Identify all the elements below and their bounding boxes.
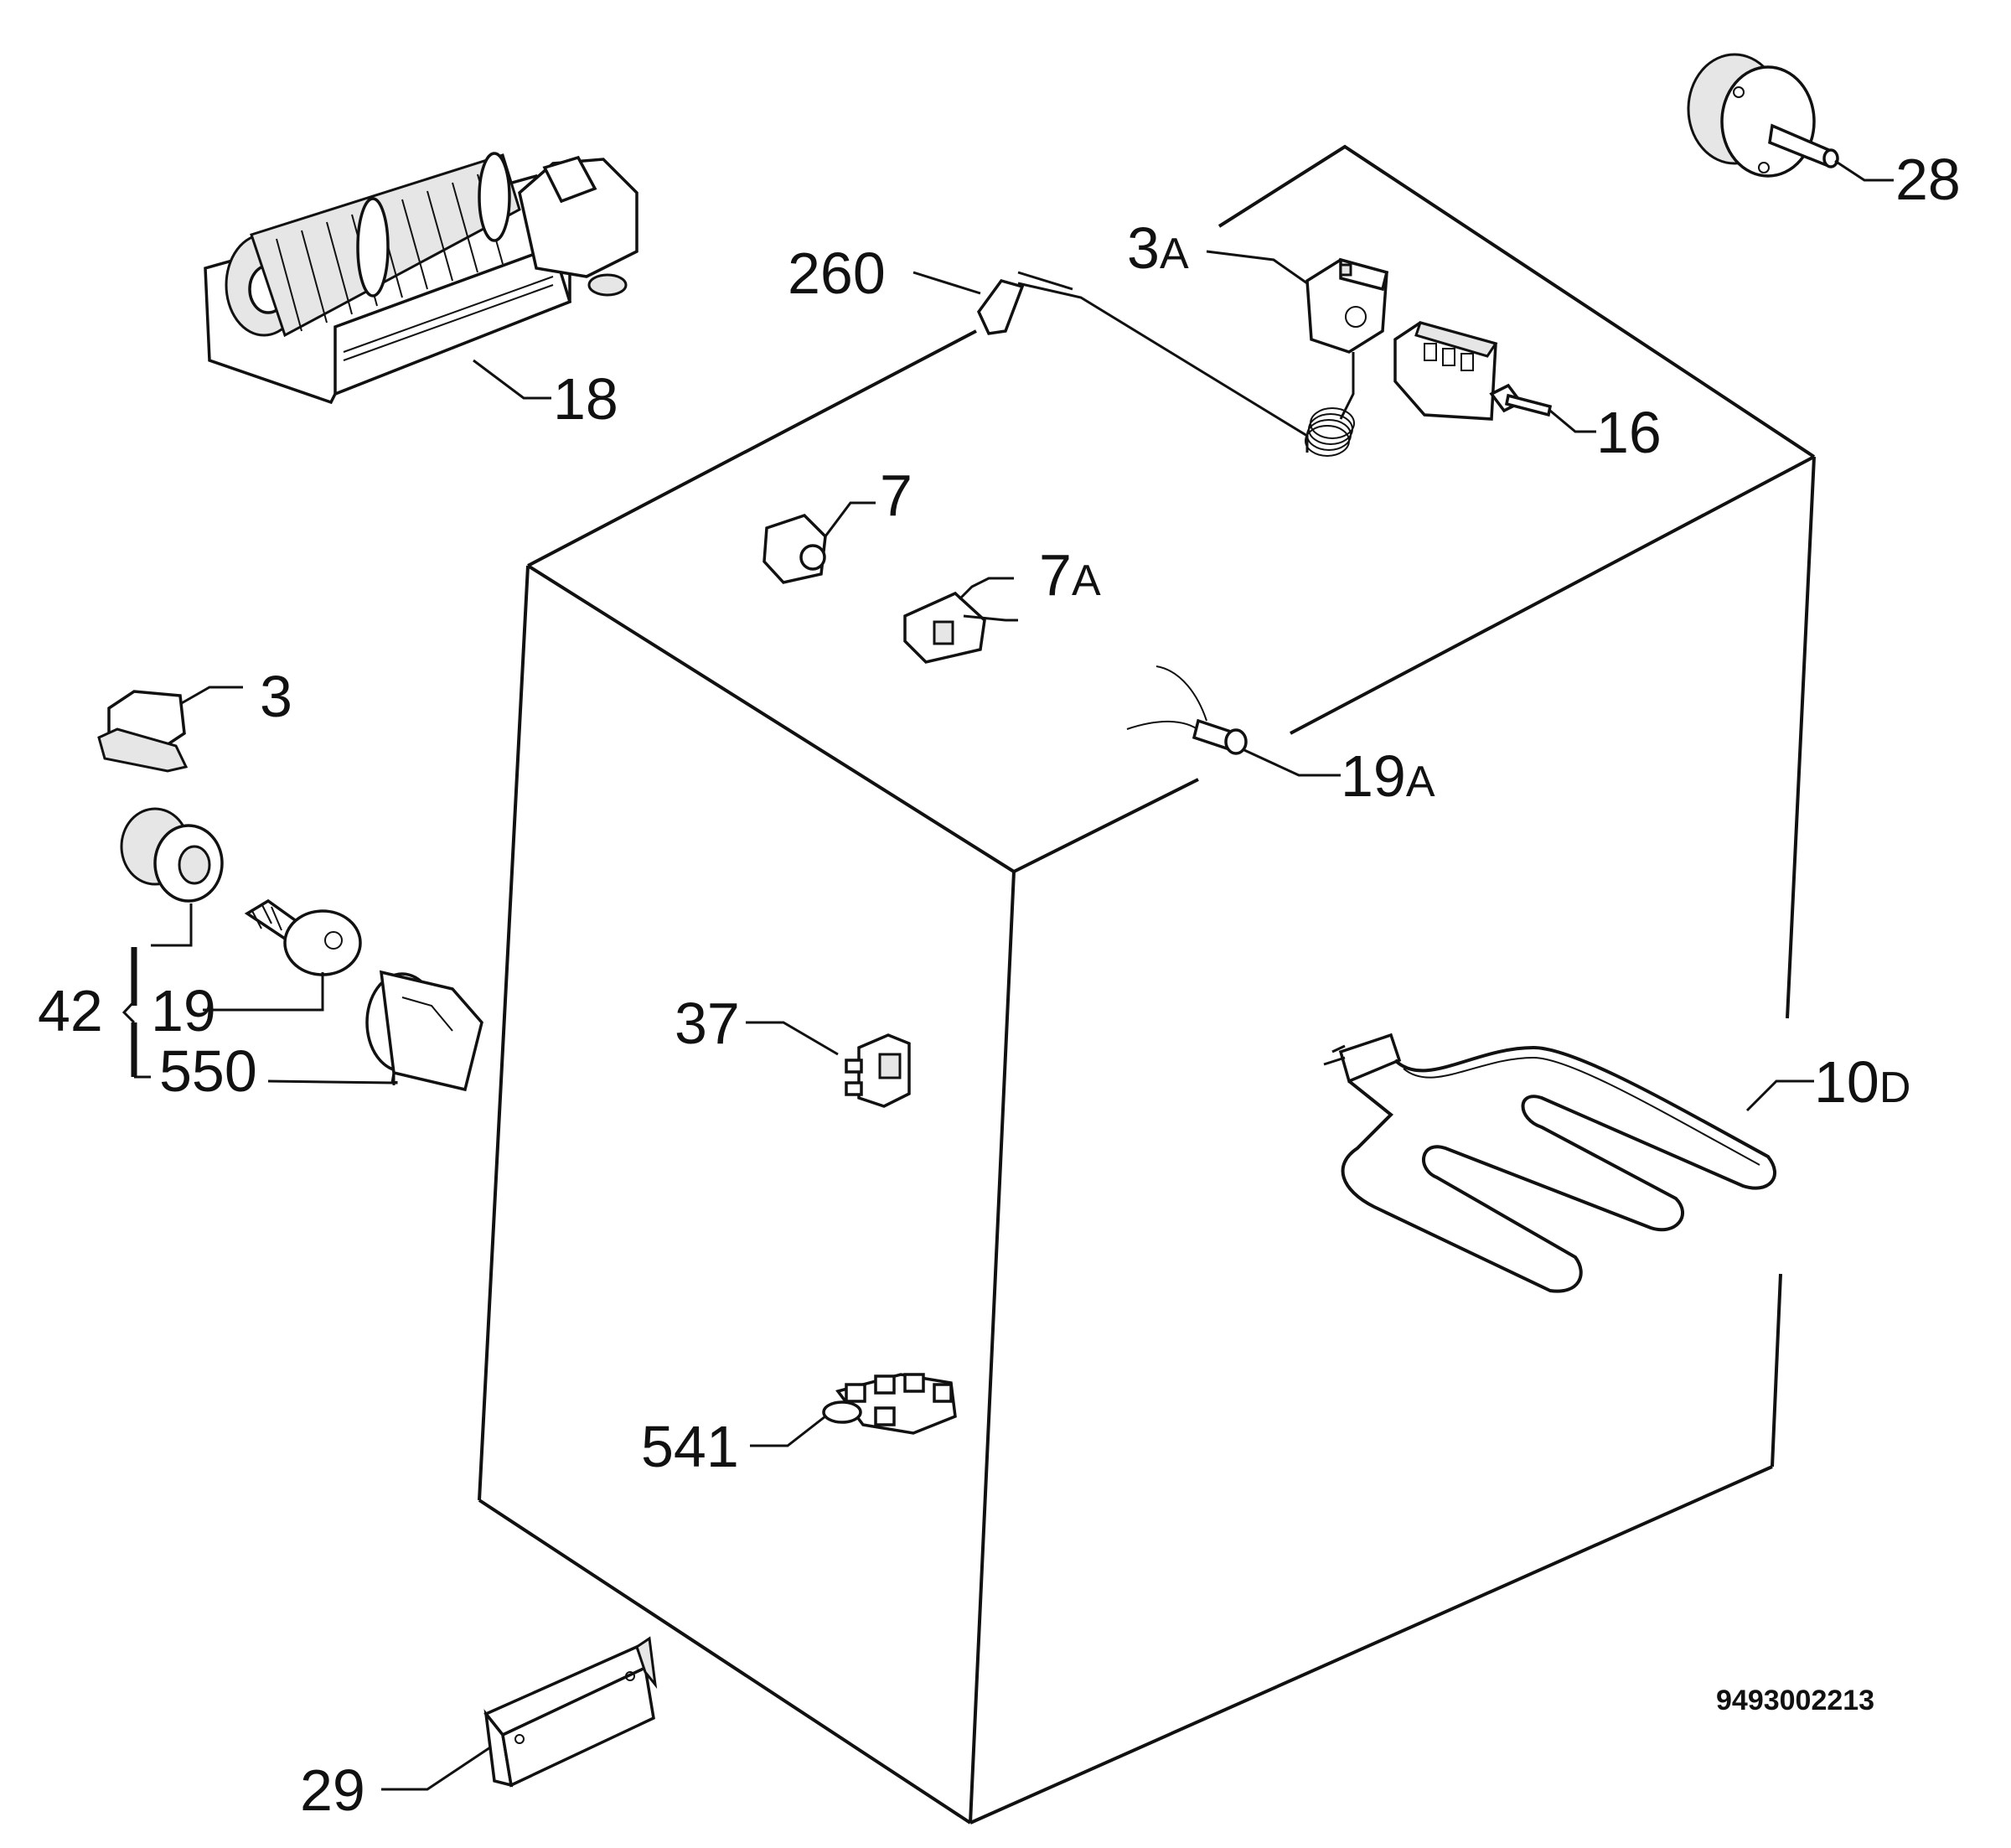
label-7A: 7A	[1039, 542, 1101, 608]
lamp-socket-part	[120, 807, 224, 947]
terminal-block-part	[750, 1373, 957, 1447]
label-16: 16	[1596, 400, 1662, 465]
heating-element-part	[1323, 1033, 1814, 1293]
safety-thermostat-part	[97, 686, 243, 773]
lamp-bulb-part	[203, 898, 362, 1012]
label-19A: 19A	[1341, 743, 1435, 809]
label-28: 28	[1895, 147, 1961, 212]
label-29: 29	[300, 1757, 365, 1823]
probe-part	[912, 271, 1309, 453]
document-code: 9493002213	[1716, 1685, 1874, 1716]
label-37: 37	[675, 991, 740, 1056]
selector-switch-part	[1393, 321, 1596, 433]
label-42: 42	[38, 978, 103, 1043]
group-brace	[121, 947, 151, 1079]
door-switch-part	[903, 577, 1018, 664]
lamp-holder-part	[763, 501, 876, 584]
fan-motor-part	[204, 152, 638, 405]
sensor-part	[1126, 665, 1341, 777]
thermostat-part	[1206, 250, 1389, 457]
label-18: 18	[553, 366, 618, 432]
label-10D: 10D	[1814, 1049, 1910, 1115]
label-3: 3	[260, 664, 292, 729]
oven-cabinet	[478, 144, 1816, 1825]
label-3A: 3A	[1127, 215, 1189, 281]
connector-part	[746, 1021, 911, 1108]
label-550: 550	[159, 1038, 257, 1104]
label-260: 260	[788, 241, 886, 306]
label-541: 541	[641, 1414, 739, 1479]
knob-part	[1687, 53, 1894, 182]
lamp-cover-part	[267, 970, 483, 1092]
label-19: 19	[151, 978, 216, 1043]
label-7: 7	[880, 463, 912, 528]
bracket-part	[381, 1636, 658, 1791]
